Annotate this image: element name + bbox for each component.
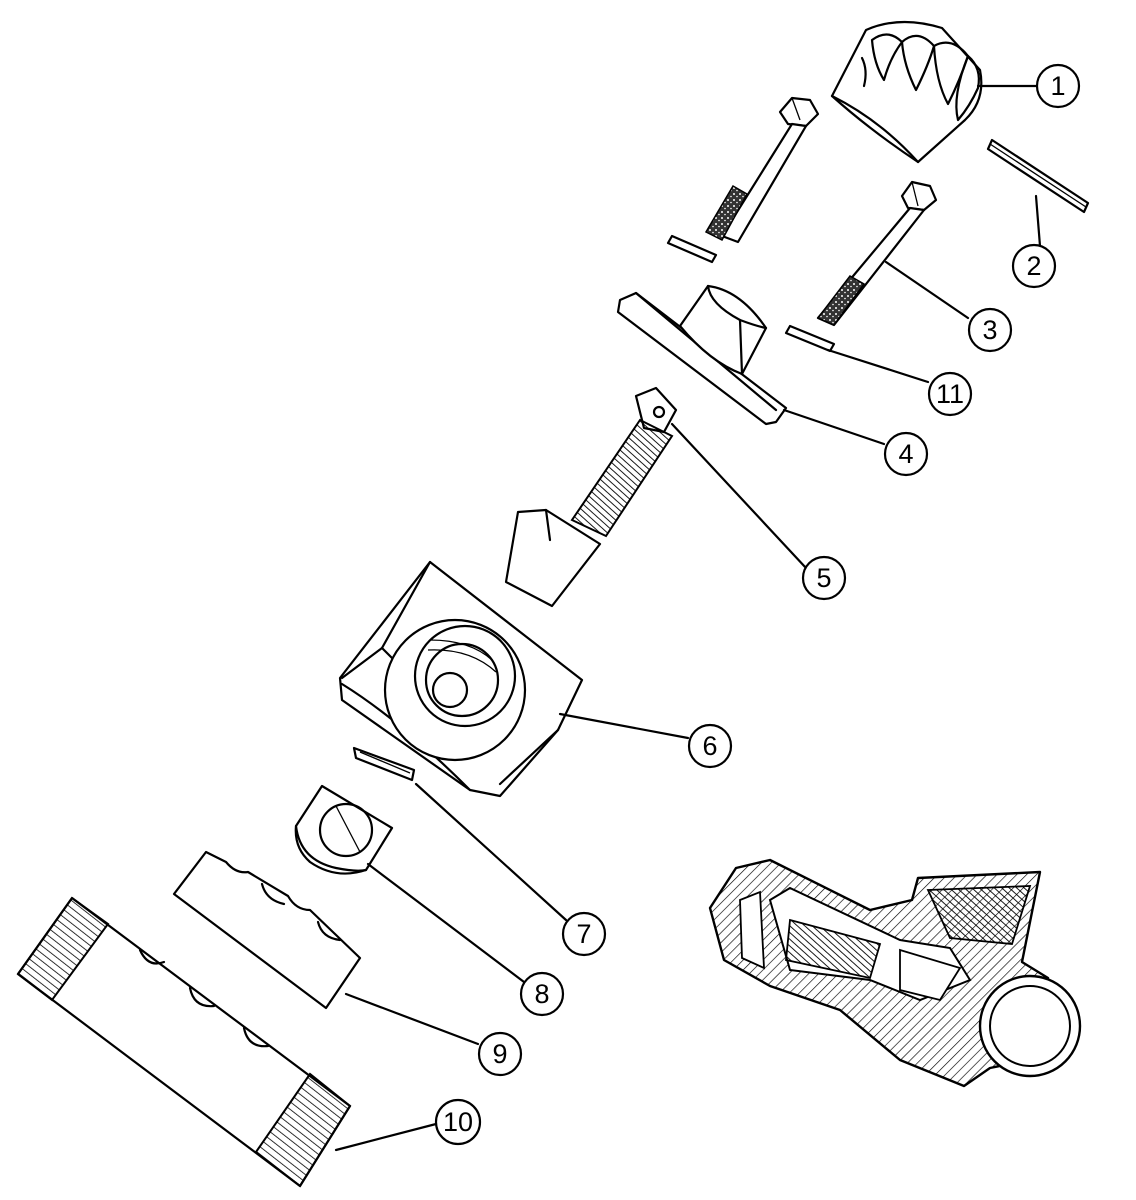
callout-7: 7 <box>561 911 607 957</box>
knob-cap-part <box>830 20 983 164</box>
bolt-upper-part <box>666 96 820 264</box>
leader-line-8 <box>366 862 526 984</box>
body-block-part <box>338 560 584 798</box>
callout-label-10: 10 <box>443 1107 473 1137</box>
callout-label-2: 2 <box>1026 251 1041 281</box>
leader-line-10 <box>334 1122 438 1152</box>
leader-line-7 <box>414 782 568 922</box>
callout-9: 9 <box>477 1031 523 1077</box>
callout-3: 3 <box>967 307 1013 353</box>
flange-plate-part <box>616 284 788 426</box>
leader-line-6 <box>558 712 690 740</box>
callout-label-1: 1 <box>1050 71 1065 101</box>
callout-8: 8 <box>519 971 565 1017</box>
leader-line-9 <box>344 992 480 1046</box>
notched-plate-part <box>172 850 362 1010</box>
assembled-section-view <box>708 858 1082 1088</box>
leader-line-11 <box>826 348 930 384</box>
callout-2: 2 <box>1011 243 1057 289</box>
threaded-shaft-part <box>504 386 678 608</box>
callout-label-6: 6 <box>702 731 717 761</box>
knurled-bar-part <box>16 896 352 1188</box>
callout-label-11: 11 <box>936 379 964 409</box>
callout-5: 5 <box>801 555 847 601</box>
leader-line-3 <box>884 260 970 320</box>
callout-6: 6 <box>687 723 733 769</box>
leader-lines <box>334 84 1042 1152</box>
wedge-part <box>352 746 416 782</box>
jaw-block-part <box>294 784 394 875</box>
callout-4: 4 <box>883 431 929 477</box>
leader-line-4 <box>782 408 886 446</box>
bolt-part <box>816 180 938 327</box>
callout-label-7: 7 <box>576 919 591 949</box>
callout-11: 11 <box>927 371 973 417</box>
callout-label-4: 4 <box>898 439 913 469</box>
callout-label-5: 5 <box>816 563 831 593</box>
callout-label-8: 8 <box>534 979 549 1009</box>
pin-part <box>986 138 1090 214</box>
callout-label-9: 9 <box>492 1039 507 1069</box>
callout-1: 1 <box>1035 63 1081 109</box>
callout-10: 10 <box>434 1098 482 1146</box>
leader-line-5 <box>670 422 808 570</box>
leader-line-2 <box>1034 194 1042 248</box>
callout-label-3: 3 <box>982 315 997 345</box>
washer-part <box>784 324 836 353</box>
